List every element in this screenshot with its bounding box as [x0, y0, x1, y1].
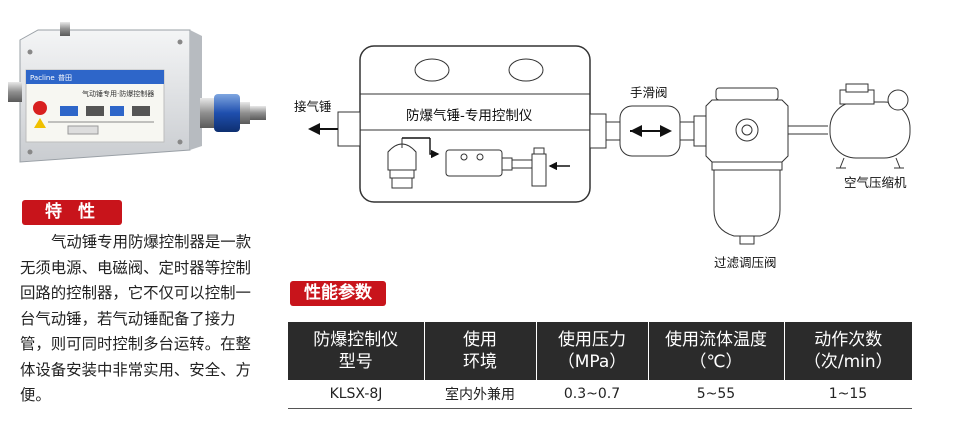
features-description: 气动锤专用防爆控制器是一款无须电源、电磁阀、定时器等控制回路的控制器，它不仅可以…: [20, 233, 252, 404]
header-line: 环境: [463, 352, 497, 372]
header-line: 使用: [463, 330, 497, 350]
header-temperature: 使用流体温度 （℃）: [648, 322, 785, 380]
compressor-label: 空气压缩机: [844, 175, 907, 190]
features-badge: 特性: [22, 200, 122, 225]
cell-pressure: 0.3~0.7: [536, 380, 648, 409]
table-header-row: 防爆控制仪 型号 使用 环境 使用压力 （MPa） 使用流体温度 （℃） 动作次…: [288, 322, 912, 380]
header-frequency: 动作次数 （次/min）: [784, 322, 912, 380]
controller-title: 防爆气锤-专用控制仪: [406, 108, 533, 124]
cell-model: KLSX-8J: [288, 380, 424, 409]
performance-badge: 性能参数: [290, 281, 386, 306]
cell-temperature: 5~55: [648, 380, 784, 409]
hammer-label: 接气锤: [294, 99, 332, 114]
table-row: KLSX-8J 室内外兼用 0.3~0.7 5~55 1~15: [288, 380, 912, 409]
performance-table: 防爆控制仪 型号 使用 环境 使用压力 （MPa） 使用流体温度 （℃） 动作次…: [288, 322, 912, 409]
header-line: 使用流体温度: [665, 330, 767, 350]
valve-label: 手滑阀: [630, 85, 668, 100]
product-photo: Pacline 普田 气动锤专用·防爆控制器: [8, 22, 266, 163]
header-environment: 使用 环境: [424, 322, 537, 380]
header-pressure: 使用压力 （MPa）: [536, 322, 649, 380]
cell-environment: 室内外兼用: [424, 380, 536, 409]
cell-frequency: 1~15: [784, 380, 912, 409]
header-line: （次/min）: [803, 352, 893, 372]
header-line: （℃）: [689, 352, 743, 372]
header-line: 防爆控制仪: [313, 330, 399, 350]
regulator-label: 过滤调压阀: [714, 255, 777, 270]
photo-brand-cn: 普田: [58, 73, 72, 82]
photo-device-label: 气动锤专用·防爆控制器: [82, 89, 154, 98]
header-model: 防爆控制仪 型号: [288, 322, 425, 380]
header-line: 动作次数: [814, 330, 883, 350]
photo-brand-label: Pacline: [30, 74, 55, 82]
header-line: 使用压力: [558, 330, 626, 350]
header-line: 型号: [338, 352, 373, 372]
system-diagram: 接气锤 防爆气锤-专用控制仪 手滑阀 空气压缩机 过滤调压阀: [280, 30, 966, 280]
header-line: （MPa）: [557, 352, 627, 372]
